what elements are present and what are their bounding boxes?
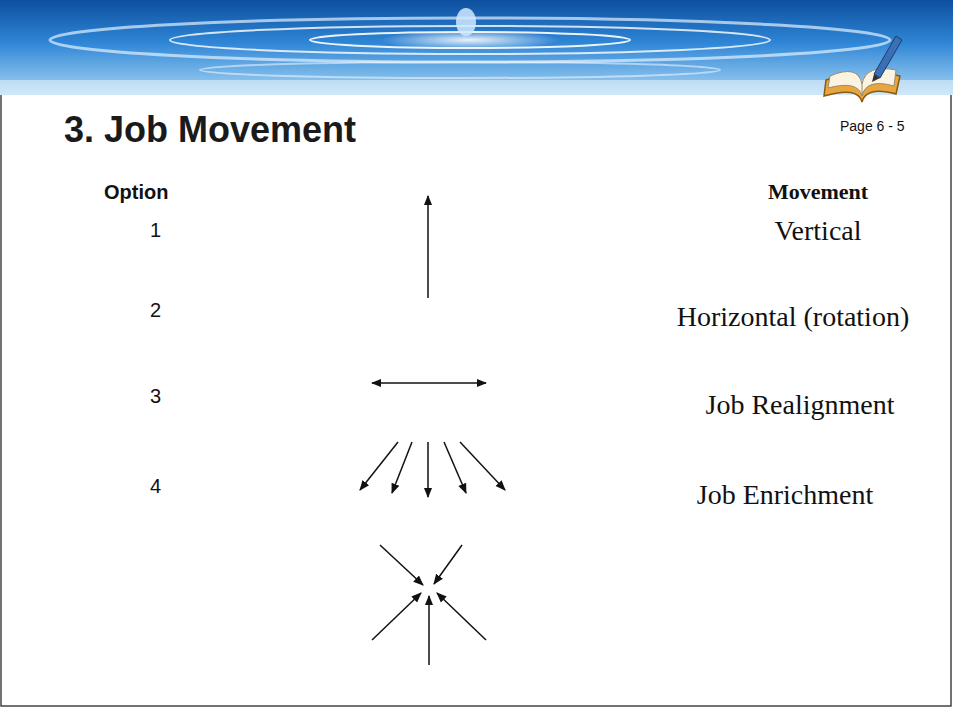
option-number: 2 — [150, 298, 161, 322]
realignment-arrows — [360, 442, 505, 497]
enrichment-arrows — [372, 545, 486, 665]
column-header: Movement — [768, 179, 868, 205]
water-banner — [0, 0, 953, 95]
movement-arrows — [360, 196, 505, 665]
option-number: 4 — [150, 474, 161, 498]
option-number: 3 — [150, 384, 161, 408]
horizontal-arrow — [372, 382, 486, 384]
movement-name: Horizontal (rotation) — [677, 300, 909, 334]
movement-name: Vertical — [774, 214, 861, 248]
book-icon — [824, 36, 902, 102]
page-number: Page 6 - 5 — [840, 118, 905, 135]
movement-name: Job Realignment — [706, 388, 895, 422]
movement-name: Job Enrichment — [697, 478, 874, 512]
column-header: Option — [104, 180, 168, 204]
slide-title: 3. Job Movement — [64, 108, 356, 151]
option-number: 1 — [150, 218, 161, 242]
slide-frame — [1, 95, 951, 706]
vertical-arrow — [427, 196, 429, 298]
